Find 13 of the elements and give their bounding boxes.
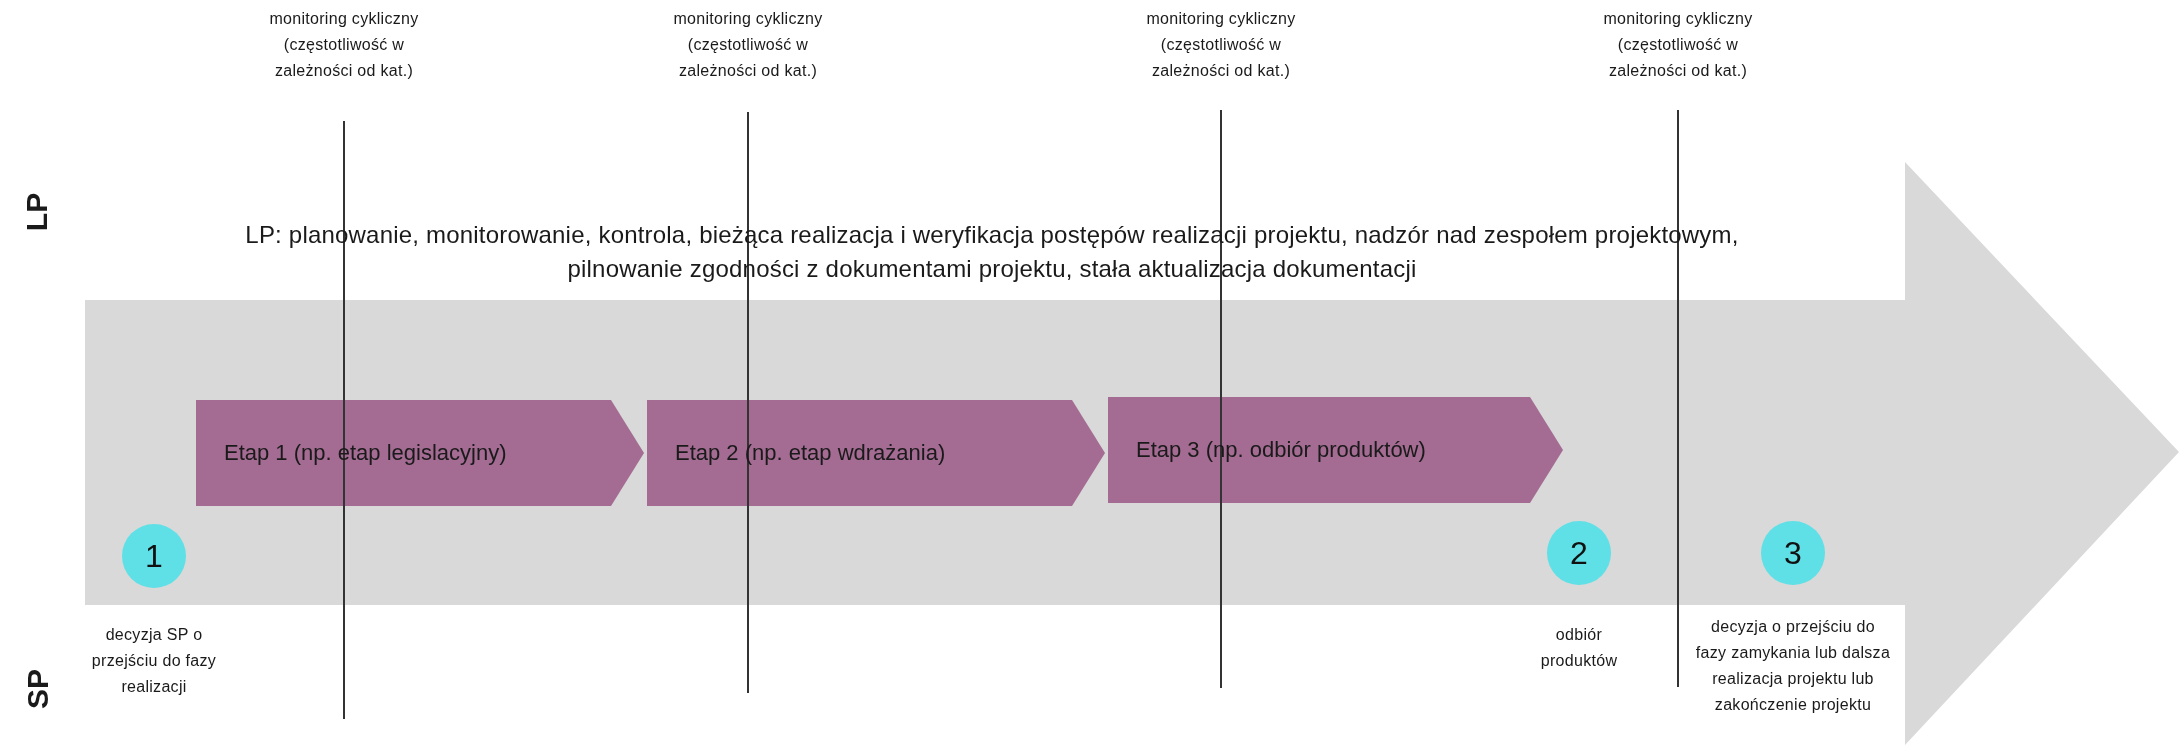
stage-banner <box>647 400 1105 506</box>
stage-banner <box>196 400 644 506</box>
monitoring-note: monitoring cykliczny (częstotliwość w zależności od kat.) <box>1145 9 1297 81</box>
milestone-caption: odbiór produktów <box>1539 625 1619 671</box>
monitoring-note: monitoring cykliczny (częstotliwość w zależności od kat.) <box>268 9 420 81</box>
milestone-caption: decyzja o przejściu do fazy zamykania lub dalsza realizacja projektu lub zakończenie projektu <box>1695 617 1891 715</box>
lane-label: LP <box>20 192 55 232</box>
lane-label: SP <box>21 669 55 709</box>
big-arrow <box>85 162 2179 745</box>
monitoring-note: monitoring cykliczny (częstotliwość w zależności od kat.) <box>1602 9 1754 81</box>
stage-banner <box>1108 397 1563 503</box>
milestone-caption: decyzja SP o przejściu do fazy realizacji <box>90 625 218 697</box>
monitoring-note: monitoring cykliczny (częstotliwość w zależności od kat.) <box>672 9 824 81</box>
